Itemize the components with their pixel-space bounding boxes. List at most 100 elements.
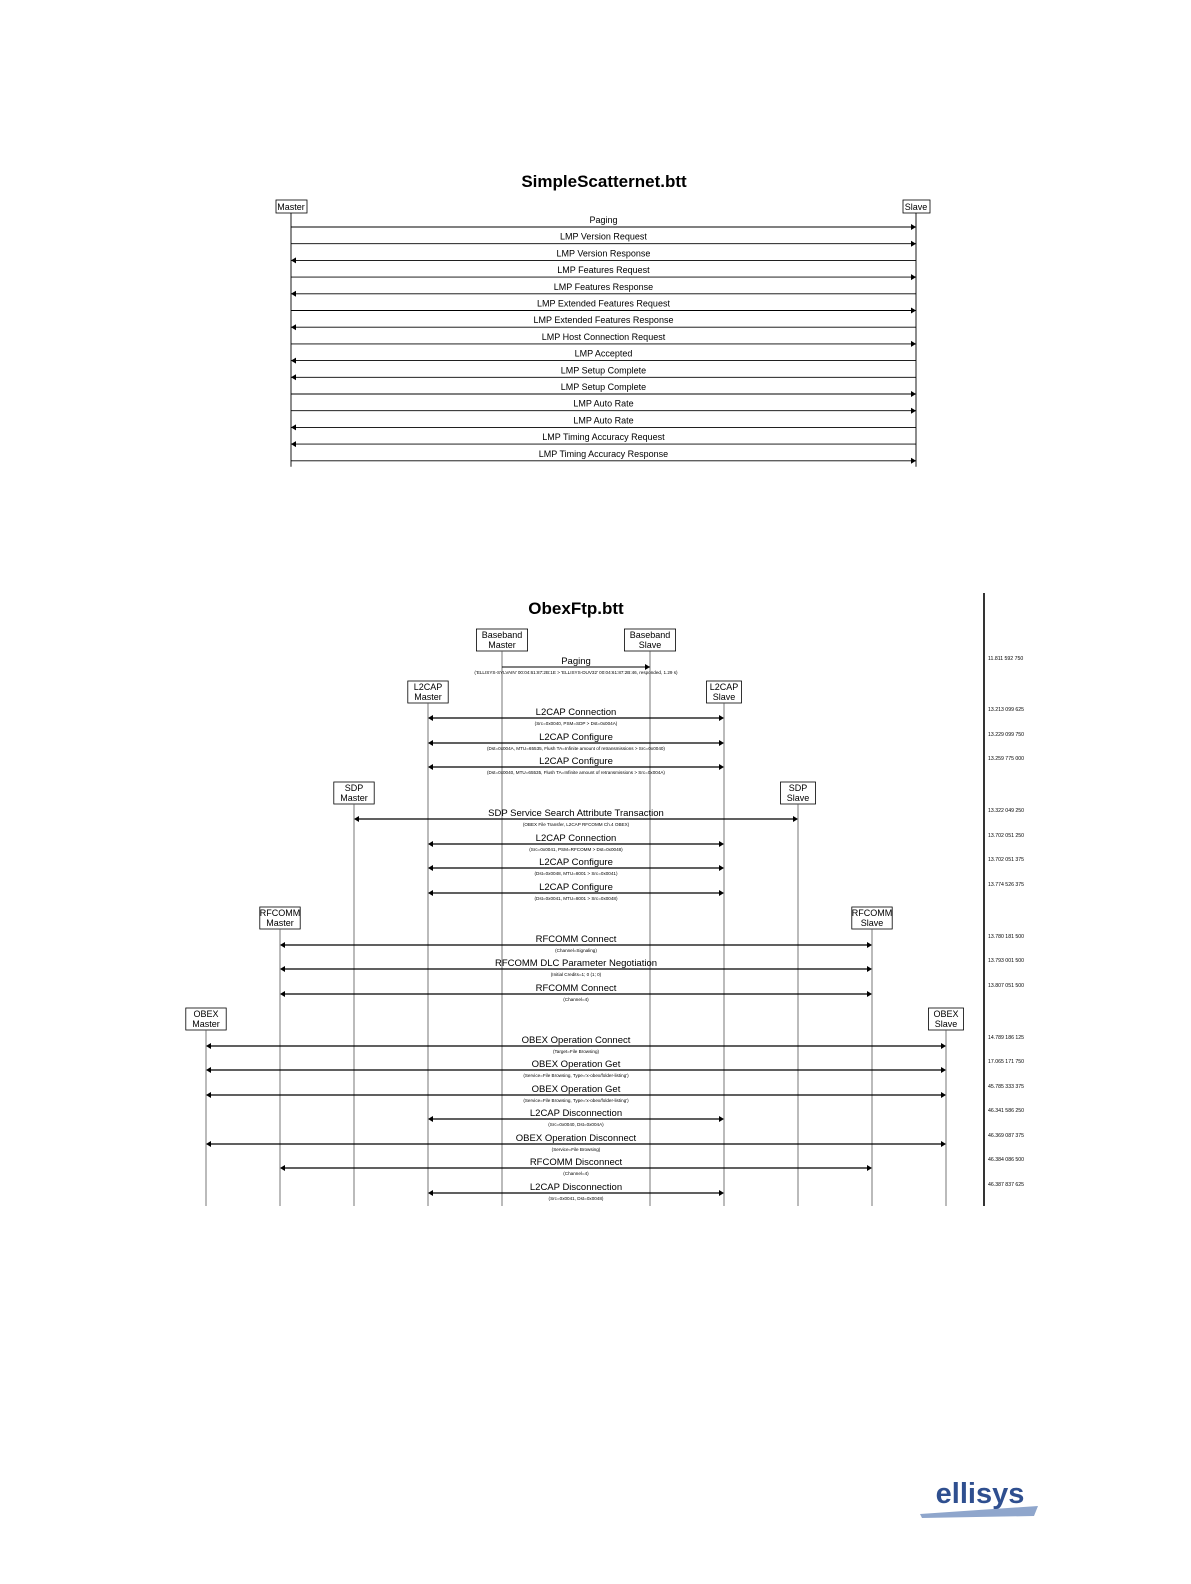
- arrow-head: [867, 991, 872, 997]
- arrow-head: [941, 1141, 946, 1147]
- participant-label: Master: [340, 793, 368, 803]
- participant-label: Master: [488, 640, 516, 650]
- logo-text: ellisys: [936, 1478, 1025, 1510]
- arrow-head: [719, 715, 724, 721]
- arrow-head: [354, 816, 359, 822]
- message-timestamp: 13.213 099 625: [988, 707, 1024, 713]
- message-label: L2CAP Connection: [536, 833, 617, 844]
- participant-label: Slave: [713, 692, 736, 702]
- arrow-head: [719, 890, 724, 896]
- message-timestamp: 13.259 775 000: [988, 756, 1024, 762]
- diagram2-title: ObexFtp.btt: [528, 599, 624, 618]
- arrow-head: [645, 664, 650, 670]
- message-label: LMP Features Request: [557, 265, 650, 275]
- message-timestamp: 14.789 186 125: [988, 1035, 1024, 1041]
- message-detail: (OBEX File Transfer, L2CAP RFCOMM Ch.4 O…: [523, 822, 630, 827]
- participant-label: Master: [266, 918, 294, 928]
- arrow-head: [291, 424, 296, 431]
- message-timestamp: 13.322 049 250: [988, 808, 1024, 814]
- message-detail: (Dst=0x004A, MTU=65535, Flush TA=Infinit…: [487, 746, 665, 751]
- participant-label: Baseband: [482, 630, 523, 640]
- message-timestamp: 13.780 181 500: [988, 934, 1024, 940]
- diagram1-title: SimpleScatternet.btt: [521, 172, 687, 191]
- message-detail: (Dst=0x0041, MTU=8001 > Src=0x0048): [535, 896, 618, 901]
- message-label: L2CAP Configure: [539, 732, 613, 743]
- participant-label: L2CAP: [414, 682, 443, 692]
- message-detail: (Channel=Signaling): [555, 948, 597, 953]
- arrow-head: [719, 740, 724, 746]
- arrow-head: [206, 1043, 211, 1049]
- message-label: L2CAP Connection: [536, 707, 617, 718]
- arrow-head: [719, 1116, 724, 1122]
- message-label: LMP Timing Accuracy Request: [542, 432, 665, 442]
- arrow-head: [867, 1165, 872, 1171]
- arrow-head: [941, 1067, 946, 1073]
- ellisys-logo: ellisys: [918, 1474, 1043, 1518]
- message-label: RFCOMM Connect: [536, 934, 617, 945]
- message-detail: ('ELLISYS-SYLVAIN' 00:04:61:87:2B:1E > '…: [474, 670, 678, 675]
- participant-label: SDP: [345, 783, 364, 793]
- participant-label: Baseband: [630, 630, 671, 640]
- message-detail: (Dst=0x0048, MTU=8001 > Src=0x0041): [535, 871, 618, 876]
- message-label: RFCOMM Disconnect: [530, 1157, 623, 1168]
- arrow-head: [280, 1165, 285, 1171]
- participant-label: Slave: [935, 1019, 958, 1029]
- message-label: L2CAP Disconnection: [530, 1182, 622, 1193]
- message-label: Paging: [589, 215, 617, 225]
- message-detail: (Service=File Browsing, Type='x-obex/fol…: [523, 1073, 629, 1078]
- participant-label: Master: [192, 1019, 220, 1029]
- arrow-head: [428, 890, 433, 896]
- message-label: LMP Setup Complete: [561, 365, 646, 375]
- arrow-head: [428, 1116, 433, 1122]
- message-timestamp: 13.702 051 375: [988, 857, 1024, 863]
- arrow-head: [719, 865, 724, 871]
- arrow-head: [206, 1092, 211, 1098]
- arrow-head: [941, 1092, 946, 1098]
- participant-box: [902, 199, 931, 214]
- arrow-head: [911, 240, 916, 247]
- message-label: OBEX Operation Connect: [522, 1035, 631, 1046]
- arrow-head: [941, 1043, 946, 1049]
- message-timestamp: 13.807 051 500: [988, 983, 1024, 989]
- participant-label: OBEX: [933, 1009, 958, 1019]
- arrow-head: [280, 942, 285, 948]
- arrow-head: [719, 764, 724, 770]
- message-label: Paging: [561, 656, 591, 667]
- message-label: LMP Auto Rate: [573, 399, 633, 409]
- arrow-head: [428, 1190, 433, 1196]
- message-timestamp: 46.384 086 500: [988, 1157, 1024, 1163]
- message-label: L2CAP Configure: [539, 857, 613, 868]
- arrow-head: [291, 290, 296, 297]
- message-detail: (Src=0x0040, Dst=0x004A): [548, 1122, 604, 1127]
- arrow-head: [911, 274, 916, 281]
- message-label: L2CAP Configure: [539, 882, 613, 893]
- arrow-head: [867, 966, 872, 972]
- message-detail: (Channel=4): [563, 1171, 589, 1176]
- message-timestamp: 46.369 087 375: [988, 1133, 1024, 1139]
- message-label: LMP Accepted: [575, 349, 633, 359]
- message-label: OBEX Operation Disconnect: [516, 1133, 637, 1144]
- message-detail: (Channel=4): [563, 997, 589, 1002]
- arrow-head: [428, 865, 433, 871]
- arrow-head: [793, 816, 798, 822]
- arrow-head: [867, 942, 872, 948]
- message-timestamp: 13.793 001 500: [988, 958, 1024, 964]
- message-label: L2CAP Configure: [539, 756, 613, 767]
- participant-label: RFCOMM: [260, 908, 301, 918]
- arrow-head: [206, 1141, 211, 1147]
- message-label: LMP Version Response: [557, 248, 651, 258]
- participant-label: L2CAP: [710, 682, 739, 692]
- logo-swoosh: [920, 1506, 1038, 1518]
- arrow-head: [911, 307, 916, 314]
- message-timestamp: 46.341 586 250: [988, 1108, 1024, 1114]
- arrow-head: [911, 391, 916, 397]
- arrow-head: [428, 764, 433, 770]
- message-timestamp: 17.065 171 750: [988, 1059, 1024, 1065]
- arrow-head: [428, 740, 433, 746]
- message-timestamp: 45.785 333 375: [988, 1084, 1024, 1090]
- arrow-head: [291, 441, 296, 448]
- participant-label: Slave: [905, 202, 928, 212]
- message-label: RFCOMM DLC Parameter Negotiation: [495, 958, 657, 969]
- arrow-head: [291, 357, 296, 364]
